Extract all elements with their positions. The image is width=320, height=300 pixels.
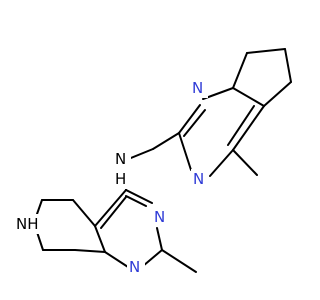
- bond: [161, 249, 197, 273]
- molecule-svg: N N N H N N NH: [14, 48, 292, 277]
- bond: [183, 109, 206, 137]
- atom-label-h: H: [115, 170, 126, 188]
- bond: [94, 225, 106, 253]
- atom-label-nh: NH: [16, 215, 39, 233]
- atom-label-n: N: [192, 79, 203, 97]
- bond: [284, 48, 292, 83]
- bond: [156, 227, 163, 251]
- bond: [263, 81, 292, 107]
- bond: [72, 199, 96, 227]
- bond: [178, 104, 201, 134]
- bond: [100, 196, 127, 229]
- atom-label-n: N: [115, 150, 126, 168]
- molecule-canvas: N N N H N N NH: [14, 48, 292, 277]
- bond-layer: [36, 48, 292, 273]
- bond: [246, 48, 286, 54]
- bond: [232, 105, 265, 151]
- atom-label-n: N: [129, 258, 140, 276]
- atom-label-n: N: [154, 208, 165, 226]
- bond: [36, 231, 44, 251]
- bond: [178, 132, 192, 171]
- bond: [125, 189, 153, 204]
- bond: [125, 195, 147, 207]
- bond: [232, 149, 258, 176]
- bond: [232, 87, 265, 107]
- atom-label-n: N: [193, 170, 204, 188]
- bond: [152, 132, 180, 150]
- bond: [74, 249, 106, 253]
- bond: [104, 251, 129, 268]
- bond: [232, 52, 248, 89]
- bond: [36, 199, 43, 215]
- bond: [94, 189, 127, 227]
- bond: [142, 249, 163, 267]
- bond: [227, 105, 255, 146]
- bond: [209, 149, 234, 177]
- atom-label-layer: N N N H N N NH: [14, 78, 209, 277]
